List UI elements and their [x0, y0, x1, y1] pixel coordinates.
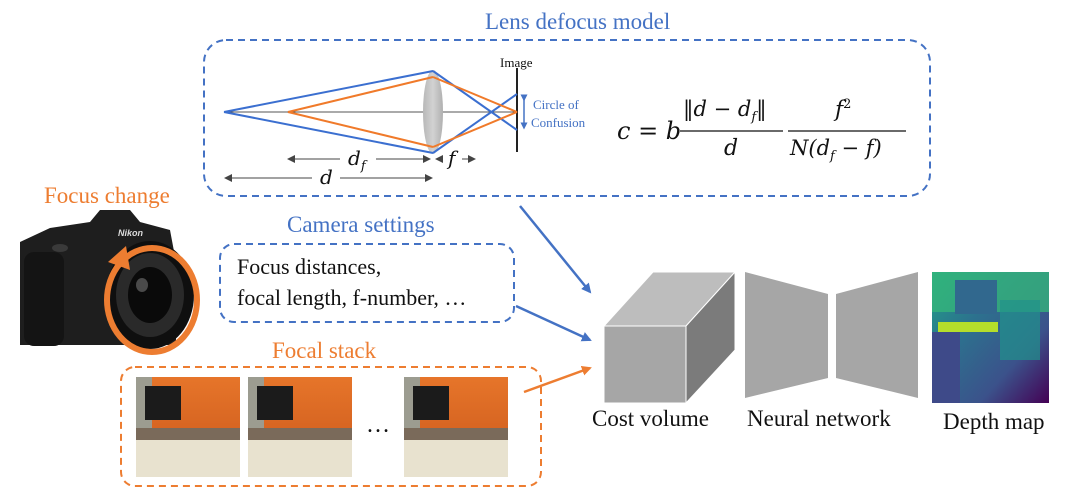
- cost-volume-cube: [602, 270, 737, 405]
- coc-label-line2: Confusion: [531, 115, 586, 130]
- image-plane-label: Image: [500, 55, 533, 70]
- camera-illustration: [20, 210, 194, 349]
- formula-frac1-numerator: ‖d − df‖: [683, 97, 767, 126]
- lens-model-title: Lens defocus model: [485, 9, 671, 34]
- camera-settings-line1: Focus distances,: [237, 254, 382, 279]
- formula-lhs: c = b: [617, 117, 682, 145]
- camera-settings-line2: focal length, f-number, …: [237, 285, 467, 310]
- formula-frac1-denominator: d: [724, 136, 739, 161]
- depth-map-image: [932, 272, 1049, 403]
- d-label: d: [320, 165, 333, 189]
- coc-label-line1: Circle of: [533, 97, 579, 112]
- orange-rays: [287, 76, 518, 148]
- formula-frac2-numerator: f2: [835, 97, 852, 123]
- neural-network-label: Neural network: [747, 406, 891, 431]
- focus-change-label: Focus change: [44, 183, 170, 208]
- blue-rays: [223, 70, 518, 154]
- focal-stack-box: [120, 366, 542, 487]
- depth-map-label: Depth map: [943, 409, 1045, 434]
- f-label: f: [448, 146, 456, 170]
- camera-settings-box: [219, 243, 515, 323]
- camera-settings-title: Camera settings: [287, 212, 435, 237]
- focus-ring-icon: [104, 245, 200, 355]
- focal-stack-image-2: [248, 377, 352, 477]
- camera-brand-logo: Nikon: [118, 228, 144, 238]
- dimension-arrows: [224, 155, 476, 182]
- formula-frac2-denominator: N(df − f): [790, 136, 882, 165]
- lens-model-box: [203, 39, 931, 197]
- lens-shape: [423, 70, 443, 154]
- focal-stack-title: Focal stack: [272, 338, 377, 363]
- nn-decoder: [836, 272, 918, 398]
- focal-stack-image-3: [404, 377, 508, 477]
- arrow-lens-to-cost-volume: [519, 205, 592, 294]
- cost-volume-label: Cost volume: [592, 406, 709, 431]
- focus-ring-arrowhead: [108, 246, 130, 270]
- arrow-settings-to-cost-volume: [515, 304, 592, 342]
- focal-stack-ellipsis: …: [366, 412, 390, 438]
- focal-stack-image-1: [136, 377, 240, 477]
- nn-encoder: [745, 272, 828, 398]
- arrow-stack-to-cost-volume: [523, 366, 592, 394]
- df-label: df: [348, 146, 366, 174]
